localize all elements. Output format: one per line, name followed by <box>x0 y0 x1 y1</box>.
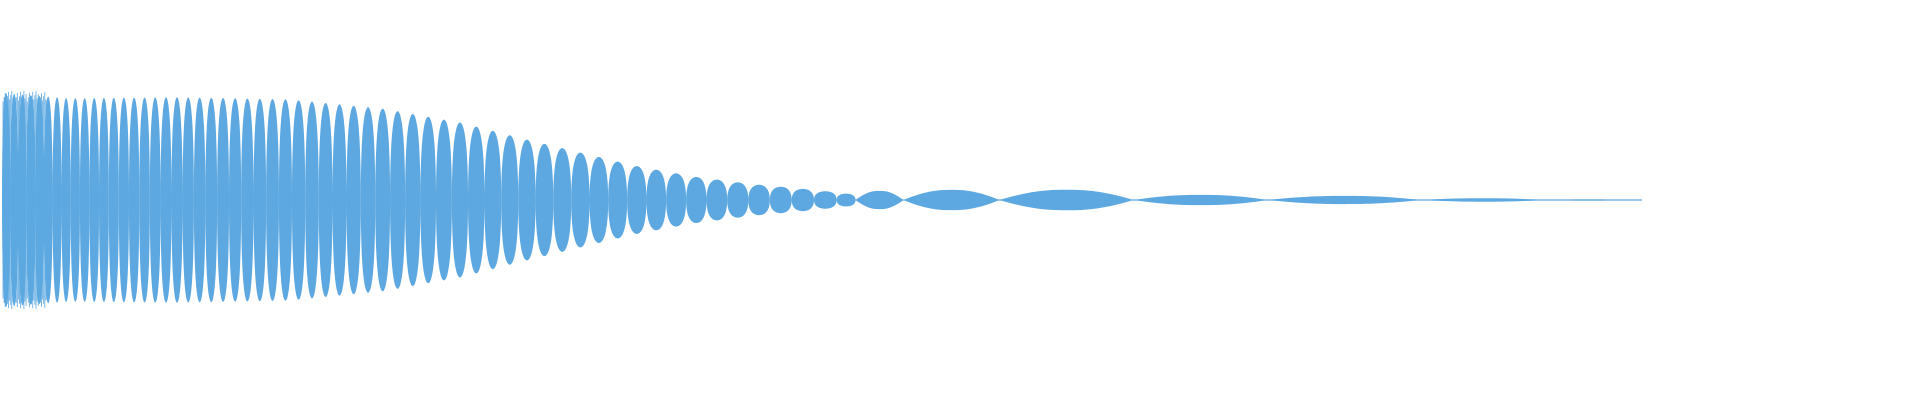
wave-lobe <box>646 169 667 231</box>
wave-lobe <box>118 97 129 303</box>
wave-lobe <box>589 157 609 243</box>
wave-lobe <box>501 135 519 265</box>
wave-lobe <box>791 188 814 212</box>
wave-lobe <box>160 97 172 303</box>
wave-lobe <box>451 122 469 278</box>
wave-lobe <box>241 98 254 302</box>
oscillation-lobes <box>2 93 856 307</box>
wave-lobe <box>266 99 279 301</box>
wave-lobe <box>291 100 306 300</box>
wave-lobe <box>666 173 687 227</box>
wave-lobe <box>182 97 194 303</box>
wave-lobe <box>518 139 536 261</box>
wave-lobe <box>748 184 770 216</box>
wave-lobe <box>70 98 80 302</box>
wave-lobe <box>61 98 71 302</box>
wave-lobe <box>217 98 230 302</box>
wave-lobe <box>171 97 183 303</box>
wave-lobe <box>332 104 347 296</box>
wave-lobe <box>420 116 437 284</box>
wave-lobe <box>139 97 150 303</box>
wave-lobe <box>405 113 421 287</box>
wave-lobe <box>278 99 292 301</box>
wave-lobe <box>706 179 728 221</box>
wave-lobe <box>727 182 749 218</box>
wave-lobe <box>769 186 792 214</box>
wave-lobe <box>149 97 161 303</box>
wave-lobe <box>305 101 319 299</box>
wave-lobe <box>375 108 391 292</box>
wave-lobe <box>686 176 707 224</box>
wave-lobe <box>571 152 590 248</box>
wave-lobe <box>253 98 267 302</box>
wave-lobe <box>436 119 452 281</box>
wave-lobe <box>813 191 837 209</box>
wave-lobe <box>346 105 361 295</box>
wave-lobe <box>89 98 100 302</box>
wave-lobe <box>79 98 90 302</box>
onset-noise <box>2 90 47 310</box>
wave-lobe <box>553 148 572 252</box>
wave-lobe <box>318 103 333 297</box>
wave-lobe <box>52 97 62 303</box>
wave-lobe <box>608 161 628 239</box>
wave-lobe <box>627 166 647 234</box>
wave-lobe <box>535 143 554 257</box>
wave-lobe <box>484 130 502 270</box>
wave-lobe <box>360 107 376 293</box>
wave-lobe <box>193 97 206 303</box>
wave-lobe <box>128 97 140 303</box>
wave-lobe <box>205 97 218 303</box>
wave-lobe <box>468 126 485 274</box>
wave-lobe <box>99 97 109 303</box>
wave-lobe <box>229 98 242 302</box>
wave-lobe <box>390 111 406 289</box>
wave-lobe <box>108 97 119 303</box>
